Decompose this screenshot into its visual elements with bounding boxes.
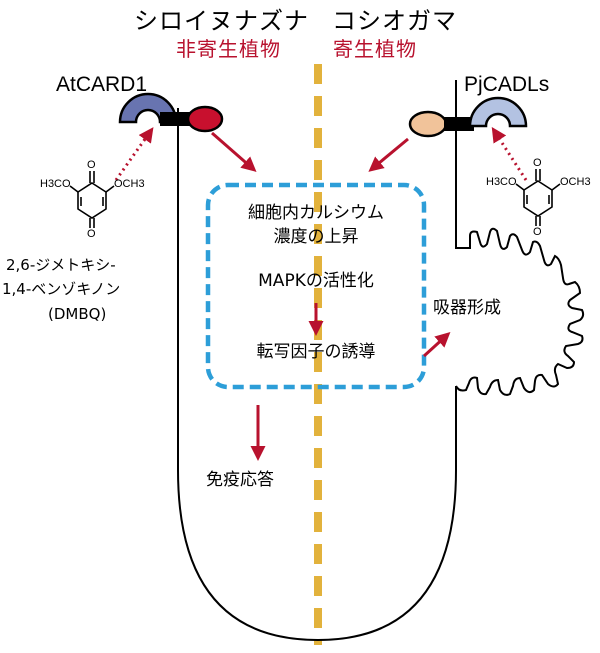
dmbq-right-methoxy-2: OCH3 [560, 176, 591, 188]
dmbq-right-top-oxygen: O [533, 157, 542, 169]
dmbq-name-line2: 1,4-ベンゾキノン [2, 280, 121, 298]
dmbq-structure-left [69, 171, 115, 228]
atcard1-to-box-arrow [211, 131, 257, 172]
dmbq-left-methoxy-2: OCH3 [114, 178, 145, 190]
signaling-box [205, 182, 427, 390]
pjcadls-kinase-domain [408, 110, 448, 138]
atcard1-label: AtCARD1 [56, 73, 148, 96]
pjcadls-transmembrane [444, 117, 474, 131]
pjcadls-label: PjCADLs [464, 73, 550, 96]
pjcadls-receptor [408, 96, 528, 138]
calcium-step-line1: 細胞内カルシウム [248, 203, 384, 223]
cell-outline [177, 108, 457, 642]
atcard1-kinase-domain [186, 105, 224, 133]
dmbq-right-methoxy-1: H3CO [486, 176, 517, 188]
pjcadls-binding-pocket [468, 96, 528, 128]
dmbq-left-top-oxygen: O [87, 159, 96, 171]
haustorium-formation-label: 吸器形成 [433, 298, 501, 318]
haustorium-outline [455, 227, 585, 396]
dmbq-structure-right [515, 169, 561, 226]
left-plant-type: 非寄生植物 [176, 37, 281, 61]
dmbq-abbreviation: (DMBQ) [48, 305, 107, 323]
right-plant-name: コシオガマ [332, 7, 457, 35]
dmbq-left-methoxy-1: H3CO [40, 178, 71, 190]
left-plant-name: シロイヌナズナ [134, 7, 309, 35]
dmbq-name-line1: 2,6-ジメトキシ- [6, 256, 116, 274]
dmbq-left-bottom-oxygen: O [87, 228, 96, 240]
calcium-step-line2: 濃度の上昇 [273, 227, 359, 247]
transcription-step: 転写因子の誘導 [256, 342, 376, 362]
atcard1-receptor [118, 92, 224, 133]
dmbq-to-pjcadls-arrow [491, 126, 528, 181]
dmbq-to-atcard1-arrow [114, 127, 154, 181]
mapk-step: MAPKの活性化 [258, 271, 374, 291]
right-plant-type: 寄生植物 [333, 37, 417, 61]
immune-response-label: 免疫応答 [206, 470, 274, 490]
pjcadls-to-box-arrow [368, 137, 409, 172]
atcard1-transmembrane [160, 112, 190, 126]
box-to-haustorium-arrow [422, 331, 451, 358]
dmbq-right-bottom-oxygen: O [533, 226, 542, 238]
